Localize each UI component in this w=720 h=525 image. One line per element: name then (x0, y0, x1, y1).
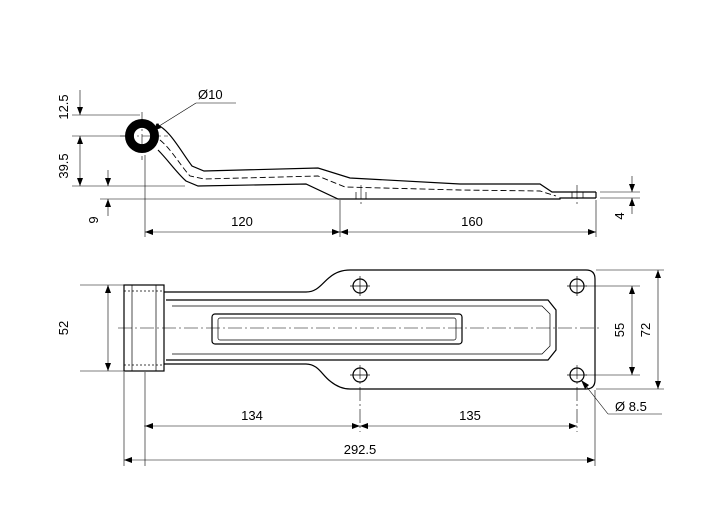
dim-arrow (588, 229, 596, 235)
leaf-hidden-line (159, 139, 557, 197)
dim-arrow (629, 198, 635, 206)
leader-arrow (150, 123, 161, 132)
dim-arrow (332, 229, 340, 235)
dim-arrow (77, 136, 83, 144)
dim-label-phi8-5: Ø 8.5 (615, 399, 647, 414)
dim-arrow (105, 178, 111, 186)
leaf-slot-outer (211, 313, 463, 345)
dim-arrow (360, 423, 368, 429)
dim-arrow (77, 107, 83, 115)
dim-label-72: 72 (638, 323, 653, 337)
mounting-hole-top-left (350, 276, 370, 296)
dim-arrow (77, 178, 83, 186)
dim-label-292-5: 292.5 (344, 442, 377, 457)
dim-arrow (569, 423, 577, 429)
leaf-rib-inner (172, 305, 551, 355)
mounting-hole-top-right (567, 276, 587, 296)
dim-label-4: 4 (612, 212, 627, 219)
mounting-hole-bottom-right (567, 365, 587, 432)
dim-arrow (105, 285, 111, 293)
dim-label-52: 52 (56, 321, 71, 335)
dim-label-12-5: 12.5 (56, 94, 71, 119)
dim-arrow (587, 457, 595, 463)
dim-arrow (124, 457, 132, 463)
dim-label-120: 120 (231, 214, 253, 229)
dim-label-134: 134 (241, 408, 263, 423)
dim-arrow (340, 229, 348, 235)
leaf-slot-inner (217, 317, 457, 341)
top-view: 52 55 72 Ø 8.5 134 135 292.5 (56, 269, 664, 466)
dim-label-39-5: 39.5 (56, 153, 71, 178)
dim-arrow (105, 199, 111, 207)
leaf-rib (166, 299, 557, 361)
dim-arrow (629, 286, 635, 294)
leader-phi10 (155, 102, 197, 129)
leaf-profile-bottom (157, 149, 596, 200)
dim-label-135: 135 (459, 408, 481, 423)
dim-arrow (105, 363, 111, 371)
leaf-profile-top (155, 123, 596, 193)
mounting-hole-bottom-left (350, 365, 370, 432)
leaf-outline (164, 269, 596, 390)
dim-label-9: 9 (86, 216, 101, 223)
dim-arrow (629, 184, 635, 192)
leader-arrow (581, 380, 589, 389)
dim-arrow (655, 381, 661, 389)
dim-label-160: 160 (461, 214, 483, 229)
dim-arrow (629, 367, 635, 375)
dim-arrow (145, 229, 153, 235)
dim-label-phi10: Ø10 (198, 87, 223, 102)
dim-arrow (145, 423, 153, 429)
dim-arrow (352, 423, 360, 429)
side-view: 12.5 39.5 9 Ø10 120 160 4 (56, 87, 640, 237)
dim-label-55: 55 (612, 323, 627, 337)
dim-arrow (655, 270, 661, 278)
